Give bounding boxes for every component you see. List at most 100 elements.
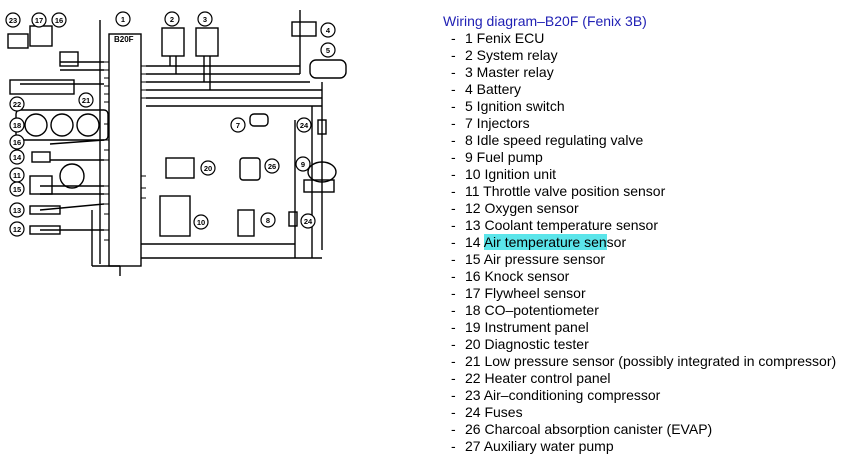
legend-dash: - — [451, 251, 456, 267]
legend-dash: - — [451, 30, 456, 46]
callout-14: 14 — [13, 153, 22, 162]
legend-item: -24 Fuses — [443, 404, 863, 421]
legend-item: -18 CO–potentiometer — [443, 302, 863, 319]
legend-dash: - — [451, 115, 456, 131]
callout-24a: 24 — [300, 121, 309, 130]
legend-title: Wiring diagram–B20F (Fenix 3B) — [443, 13, 647, 29]
legend-item-text: 20 Diagnostic tester — [465, 336, 589, 352]
legend-item: -11 Throttle valve position sensor — [443, 183, 863, 200]
legend-dash: - — [451, 319, 456, 335]
callout-21: 21 — [82, 96, 90, 105]
legend-dash: - — [451, 268, 456, 284]
callout-22: 22 — [13, 100, 21, 109]
legend-item: -26 Charcoal absorption canister (EVAP) — [443, 421, 863, 438]
callout-13: 13 — [13, 206, 21, 215]
legend-item-text: 5 Ignition switch — [465, 98, 565, 114]
legend-item-text: 23 Air–conditioning compressor — [465, 387, 661, 403]
legend-item-text: 17 Flywheel sensor — [465, 285, 586, 301]
legend-item: -16 Knock sensor — [443, 268, 863, 285]
legend-dash: - — [451, 47, 456, 63]
legend-dash: - — [451, 166, 456, 182]
legend-item-text: 11 Throttle valve position sensor — [465, 183, 666, 199]
callout-circles: 1 2 3 4 5 7 8 9 10 11 12 13 14 15 16 17 … — [5, 11, 336, 237]
legend-item: -22 Heater control panel — [443, 370, 863, 387]
callout-15: 15 — [13, 185, 21, 194]
legend-item-text: 8 Idle speed regulating valve — [465, 132, 644, 148]
legend-item-text: 13 Coolant temperature sensor — [465, 217, 658, 233]
legend-item: -15 Air pressure sensor — [443, 251, 863, 268]
legend-item: -8 Idle speed regulating valve — [443, 132, 863, 149]
callout-23: 23 — [9, 16, 17, 25]
callout-10: 10 — [197, 218, 205, 227]
callout-9: 9 — [301, 160, 305, 169]
callout-12: 12 — [13, 225, 21, 234]
legend-item: -10 Ignition unit — [443, 166, 863, 183]
legend-item-text: 21 Low pressure sensor (possibly integra… — [465, 353, 837, 369]
legend-dash: - — [451, 370, 456, 386]
callout-16: 16 — [13, 138, 21, 147]
legend-item-text: 22 Heater control panel — [465, 370, 611, 386]
legend-item-text: 3 Master relay — [465, 64, 554, 80]
callout-17: 17 — [35, 16, 43, 25]
legend-item-text: 18 CO–potentiometer — [465, 302, 599, 318]
legend-dash: - — [451, 98, 456, 114]
legend-dash: - — [451, 336, 456, 352]
legend-dash: - — [451, 234, 456, 250]
legend-dash: - — [451, 353, 456, 369]
legend-item: -7 Injectors — [443, 115, 863, 132]
legend-item-text-pre: 14 — [465, 234, 484, 250]
legend-item: -19 Instrument panel — [443, 319, 863, 336]
callout-20: 20 — [204, 164, 212, 173]
ecu-label: B20F — [114, 35, 134, 44]
legend-item-text: 19 Instrument panel — [465, 319, 589, 335]
callout-24b: 24 — [304, 217, 313, 226]
callout-26: 26 — [268, 162, 276, 171]
callout-5: 5 — [326, 46, 330, 55]
legend-dash: - — [451, 421, 456, 437]
legend-item-text: 27 Auxiliary water pump — [465, 438, 614, 454]
legend-item-text: 12 Oxygen sensor — [465, 200, 579, 216]
legend-item: -14 Air temperature sensor — [443, 234, 863, 251]
callout-1: 1 — [121, 15, 125, 24]
legend-item: -12 Oxygen sensor — [443, 200, 863, 217]
legend-item-text: 15 Air pressure sensor — [465, 251, 606, 267]
legend-item: -1 Fenix ECU — [443, 30, 863, 47]
callout-4: 4 — [326, 26, 331, 35]
callout-7: 7 — [236, 121, 240, 130]
legend-item-text: 10 Ignition unit — [465, 166, 557, 182]
wiring-diagram: B20F 1 2 3 4 5 7 8 9 10 11 12 13 1 — [5, 10, 347, 276]
callout-2: 2 — [170, 15, 174, 24]
legend-dash: - — [451, 285, 456, 301]
legend-dash: - — [451, 438, 456, 454]
callout-18: 18 — [13, 121, 21, 130]
legend-dash: - — [451, 149, 456, 165]
legend-dash: - — [451, 302, 456, 318]
callout-8: 8 — [266, 216, 270, 225]
legend-item: -23 Air–conditioning compressor — [443, 387, 863, 404]
legend-item-text: 7 Injectors — [465, 115, 530, 131]
legend-item: -17 Flywheel sensor — [443, 285, 863, 302]
legend-item-text-post: sor — [606, 234, 627, 250]
legend-item: -2 System relay — [443, 47, 863, 64]
callout-3: 3 — [203, 15, 207, 24]
legend-dash: - — [451, 132, 456, 148]
legend-item-text: 1 Fenix ECU — [465, 30, 545, 46]
legend-item-text: 9 Fuel pump — [465, 149, 543, 165]
legend-item-text: 2 System relay — [465, 47, 558, 63]
legend-dash: - — [451, 200, 456, 216]
legend-item: -9 Fuel pump — [443, 149, 863, 166]
legend-item: -5 Ignition switch — [443, 98, 863, 115]
legend-dash: - — [451, 81, 456, 97]
legend-item-text: 26 Charcoal absorption canister (EVAP) — [465, 421, 713, 437]
legend-item-text: 24 Fuses — [465, 404, 523, 420]
legend-dash: - — [451, 217, 456, 233]
legend-dash: - — [451, 387, 456, 403]
legend-item: -4 Battery — [443, 81, 863, 98]
legend-list: -1 Fenix ECU-2 System relay-3 Master rel… — [443, 30, 863, 455]
legend-item-text: 16 Knock sensor — [465, 268, 570, 284]
callout-11: 11 — [13, 171, 21, 180]
legend-item: -3 Master relay — [443, 64, 863, 81]
legend-dash: - — [451, 64, 456, 80]
callout-16b: 16 — [55, 16, 63, 25]
legend: Wiring diagram–B20F (Fenix 3B) -1 Fenix … — [443, 13, 863, 455]
